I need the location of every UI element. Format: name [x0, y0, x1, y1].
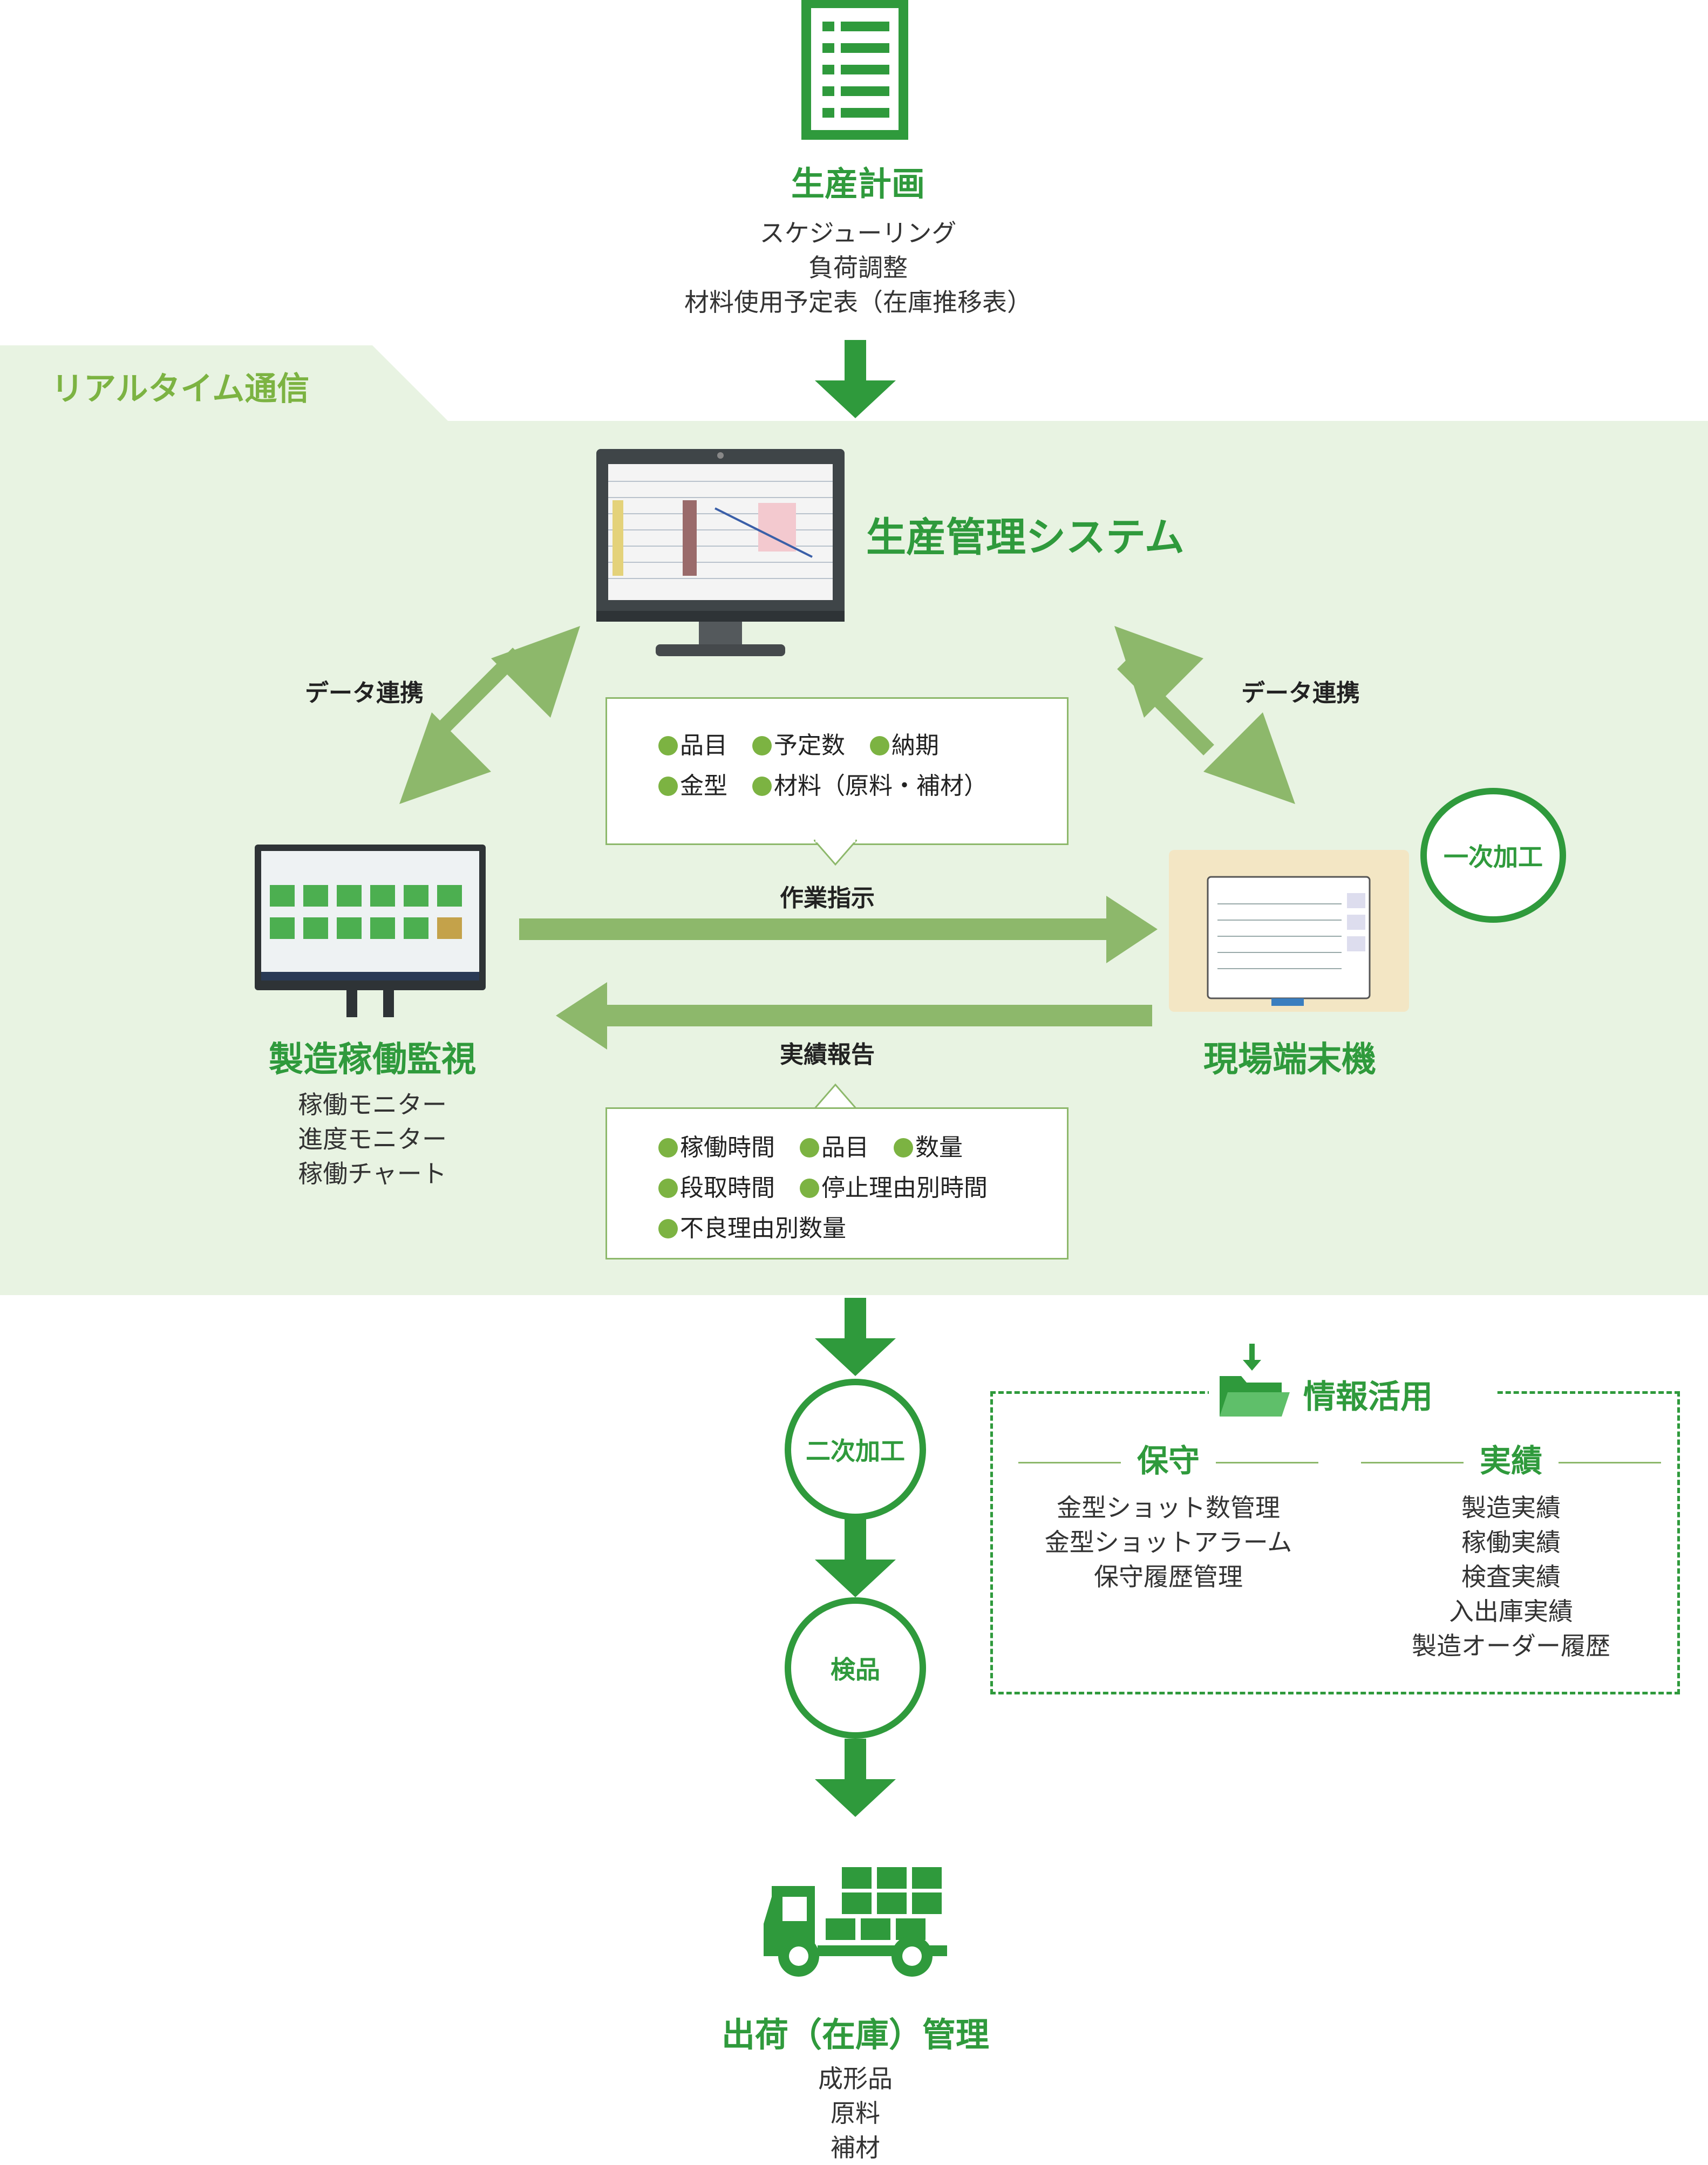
instruction-item: 品目: [680, 732, 727, 759]
inspection-label: 検品: [831, 1655, 880, 1684]
report-item: 段取時間: [680, 1174, 775, 1202]
arrow-down-icon: [815, 1298, 896, 1376]
shipping-line: 補材: [831, 2133, 880, 2162]
secondary-process-circle: 二次加工: [785, 1379, 926, 1520]
report-row-2: 段取時間 停止理由別時間: [658, 1168, 1012, 1203]
instruction-row-1: 品目 予定数 納期: [658, 726, 964, 760]
monitoring-line: 稼働チャート: [298, 1159, 447, 1188]
instruction-item: 金型: [680, 772, 727, 800]
secondary-process-label: 二次加工: [806, 1436, 905, 1466]
bubble-pointer: [814, 840, 857, 866]
production-management-title: 生産管理システム: [866, 514, 1185, 561]
instruction-item: 材料（原料・補材）: [774, 772, 988, 800]
results-item: 製造実績: [1461, 1493, 1561, 1522]
production-planning-title: 生産計画: [791, 164, 925, 203]
bullet-icon: [752, 777, 772, 796]
results-heading: 実績: [1357, 1435, 1665, 1481]
arrow-down-icon: [815, 1739, 896, 1817]
inspection-circle: 検品: [785, 1597, 926, 1739]
shipping-title: 出荷（在庫）管理: [721, 2015, 989, 2054]
instruction-row-2: 金型 材料（原料・補材）: [658, 766, 1012, 801]
maintenance-item: 保守履歴管理: [1094, 1562, 1243, 1591]
terminal-title: 現場端末機: [1203, 1040, 1376, 1080]
instruction-item: 予定数: [774, 732, 845, 759]
bullet-icon: [752, 736, 772, 755]
arrow-down-icon: [815, 340, 896, 418]
maintenance-item: 金型ショットアラーム: [1044, 1528, 1292, 1557]
results-item: 稼働実績: [1461, 1528, 1561, 1557]
info-title: 情報活用: [1303, 1378, 1433, 1416]
maintenance-heading: 保守: [1015, 1435, 1322, 1481]
monitor-icon: [596, 449, 845, 656]
shipping-line: 成形品: [818, 2064, 893, 2093]
report-item: 不良理由別数量: [680, 1215, 846, 1242]
planning-line: 材料使用予定表（在庫推移表）: [684, 288, 1032, 317]
maintenance-heading-label: 保守: [1137, 1442, 1200, 1479]
primary-process-label: 一次加工: [1444, 842, 1543, 872]
monitoring-details: 稼働モニター 進度モニター 稼働チャート: [232, 1087, 513, 1191]
bullet-icon: [658, 736, 678, 755]
document-list-icon: [801, 0, 908, 140]
production-planning-details: スケジューリング 負荷調整 材料使用予定表（在庫推移表）: [621, 216, 1095, 319]
data-link-left-label: データ連携: [305, 679, 424, 707]
results-item: 製造オーダー履歴: [1412, 1631, 1610, 1660]
monitoring-title: 製造稼働監視: [269, 1040, 476, 1080]
folder-download-icon: [1220, 1344, 1290, 1417]
report-item: 稼働時間: [680, 1134, 775, 1161]
maintenance-item: 金型ショット数管理: [1057, 1493, 1280, 1522]
results-item: 入出庫実績: [1449, 1597, 1573, 1626]
terminal-device-icon: [1169, 850, 1409, 1012]
report-item: 数量: [915, 1134, 963, 1161]
bullet-icon: [658, 1179, 678, 1198]
report-bubble: 稼働時間 品目 数量 段取時間 停止理由別時間 不良理由別数量: [605, 1107, 1069, 1259]
monitoring-line: 進度モニター: [298, 1125, 447, 1154]
bullet-icon: [658, 1219, 678, 1238]
instruction-bubble: 品目 予定数 納期 金型 材料（原料・補材）: [605, 697, 1069, 845]
results-items: 製造実績 稼働実績 検査実績 入出庫実績 製造オーダー履歴: [1357, 1490, 1665, 1663]
work-instruction-label: 作業指示: [780, 884, 875, 912]
monitoring-line: 稼働モニター: [298, 1090, 447, 1119]
results-item: 検査実績: [1461, 1562, 1561, 1591]
result-report-label: 実績報告: [780, 1041, 875, 1068]
bullet-icon: [894, 1138, 913, 1158]
monitoring-display-icon: [255, 845, 486, 1017]
planning-line: スケジューリング: [759, 219, 957, 248]
bullet-icon: [800, 1138, 819, 1158]
arrow-down-icon: [815, 1519, 896, 1597]
instruction-item: 納期: [892, 732, 939, 759]
report-row-3: 不良理由別数量: [658, 1209, 871, 1243]
shipping-details: 成形品 原料 補材: [729, 2061, 982, 2165]
report-item: 品目: [821, 1134, 869, 1161]
report-row-1: 稼働時間 品目 数量: [658, 1128, 988, 1162]
bubble-pointer: [814, 1083, 857, 1109]
planning-line: 負荷調整: [808, 253, 908, 282]
delivery-truck-icon: [764, 1867, 947, 1977]
maintenance-items: 金型ショット数管理 金型ショットアラーム 保守履歴管理: [1015, 1490, 1322, 1594]
bullet-icon: [658, 777, 678, 796]
bullet-icon: [870, 736, 889, 755]
bullet-icon: [800, 1179, 819, 1198]
report-item: 停止理由別時間: [821, 1174, 988, 1202]
bullet-icon: [658, 1138, 678, 1158]
primary-process-circle: 一次加工: [1420, 788, 1566, 923]
realtime-label: リアルタイム通信: [51, 370, 310, 408]
shipping-line: 原料: [831, 2099, 880, 2128]
data-link-right-label: データ連携: [1241, 679, 1360, 707]
results-heading-label: 実績: [1479, 1442, 1542, 1479]
